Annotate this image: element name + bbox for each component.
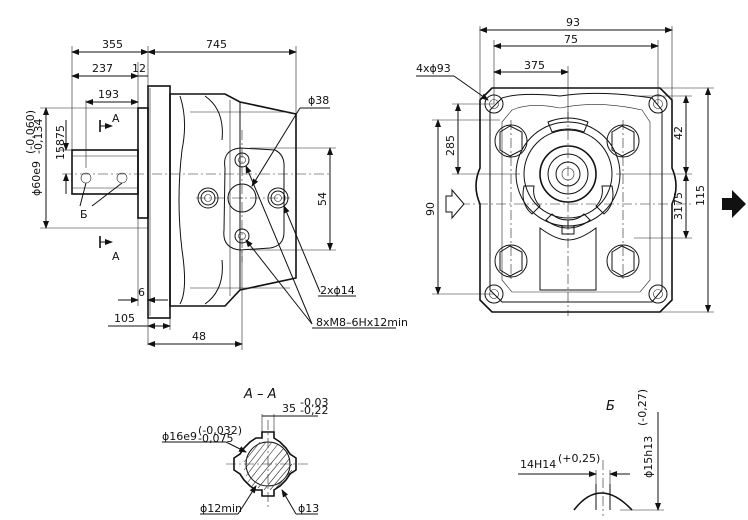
dim-35: 35 xyxy=(282,402,296,415)
dim-35-tol-bottom: -0,22 xyxy=(300,404,328,417)
shaft xyxy=(71,149,139,195)
section-mark-a: A A xyxy=(99,112,120,263)
threads-8xm8: 8xM8–6Hx12min xyxy=(316,316,408,329)
holes-2x14: 2xϕ14 xyxy=(320,284,355,297)
dim-75: 75 xyxy=(564,33,578,46)
mounting-holes xyxy=(484,94,668,304)
dim-115: 115 xyxy=(694,185,707,206)
pump-body xyxy=(169,93,297,307)
view-label-b: Б xyxy=(80,208,88,221)
dim-745: 745 xyxy=(206,38,227,51)
outlet-arrow-icon xyxy=(722,190,746,218)
dim-35-tol-top: -0,03 xyxy=(300,396,328,409)
dim-15875: 15875 xyxy=(54,125,67,160)
dim-375: 375 xyxy=(524,59,545,72)
section-label-a-top: A xyxy=(112,112,120,125)
dim-42: 42 xyxy=(672,126,685,140)
dia-15h13: ϕ15h13 xyxy=(642,436,655,478)
section-label-a-bottom: A xyxy=(112,250,120,263)
dia-16: ϕ16e9 xyxy=(162,430,197,443)
view-b: Б 14H14 (+0,25) ϕ15h13 (-0,27) xyxy=(518,389,664,516)
section-dimensions: 35 -0,03 -0,22 ϕ16e9 (-0,032) -0,075 ϕ12… xyxy=(162,396,328,515)
dim-6: 6 xyxy=(138,286,145,299)
dim-90: 90 xyxy=(424,202,437,216)
dia-15h13-tol: (-0,27) xyxy=(636,389,649,426)
front-dimensions: 93 75 375 4xϕ93 285 90 xyxy=(416,16,714,313)
dim-105: 105 xyxy=(114,312,135,325)
dim-14h14: 14H14 xyxy=(520,458,556,471)
dim-14h14-tol: (+0,25) xyxy=(558,452,600,465)
side-dimensions: 355 745 237 12 193 ϕ60e9 (-0,060) -0,134 xyxy=(24,38,408,350)
view-b-dimensions: 14H14 (+0,25) ϕ15h13 (-0,27) xyxy=(518,389,664,511)
bolt-hexes xyxy=(494,124,640,278)
dim-285: 285 xyxy=(444,135,457,156)
dim-355: 355 xyxy=(102,38,123,51)
dia-60: ϕ60e9 xyxy=(30,161,43,196)
dia-16-tol-bottom: -0,075 xyxy=(198,432,233,445)
dia-60-tol-top: (-0,060) xyxy=(24,110,37,154)
dim-48: 48 xyxy=(192,330,206,343)
holes-4x93: 4xϕ93 xyxy=(416,62,451,75)
dia-16-tol-top: (-0,032) xyxy=(198,424,242,437)
view-b-title: Б xyxy=(606,399,615,414)
dia-60-tol-bottom: -0,134 xyxy=(32,119,45,154)
inlet-arrow-icon xyxy=(445,188,465,220)
dia-38: ϕ38 xyxy=(308,94,329,107)
side-view: A A Б 355 745 237 12 xyxy=(24,38,408,350)
view-mark-b: Б xyxy=(79,182,123,221)
dim-3175: 3175 xyxy=(672,192,685,220)
front-view: 93 75 375 4xϕ93 285 90 xyxy=(416,16,746,316)
dim-12: 12 xyxy=(132,62,146,75)
section-hatching xyxy=(243,441,293,491)
dim-193: 193 xyxy=(98,88,119,101)
section-a-a-title: А – А xyxy=(243,387,277,402)
flange xyxy=(137,85,171,319)
dia-12: ϕ12min xyxy=(200,502,242,515)
dim-237: 237 xyxy=(92,62,113,75)
dia-13: ϕ13 xyxy=(298,502,319,515)
dim-54: 54 xyxy=(316,192,329,206)
section-a-a: А – А 35 -0,03 -0,22 ϕ16e9 xyxy=(162,387,328,515)
dim-93: 93 xyxy=(566,16,580,29)
